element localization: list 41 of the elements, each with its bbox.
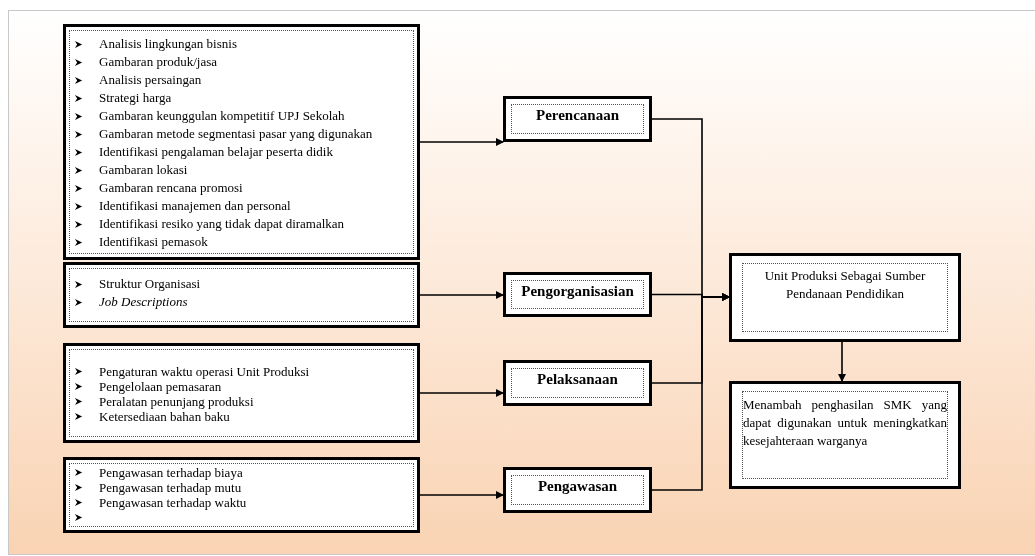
list-item: Identifikasi resiko yang tidak dapat diramalkan bbox=[99, 215, 345, 233]
list-item: Pengawasan terhadap biaya bbox=[99, 465, 243, 480]
list-item: Identifikasi manajemen dan personal bbox=[99, 197, 291, 215]
step-label: Pelaksanaan bbox=[537, 370, 618, 389]
list-item: Peralatan penunjang produksi bbox=[99, 394, 254, 409]
list-item: Analisis lingkungan bisnis bbox=[99, 35, 237, 53]
list-item: Pengelolaan pemasaran bbox=[99, 379, 222, 394]
goal-text: Unit Produksi Sebagai Sumber Pendanaan Pendidikan bbox=[763, 267, 927, 303]
list-box bbox=[63, 457, 420, 533]
list-item: Pengawasan terhadap waktu bbox=[99, 495, 247, 510]
list-item: Ketersediaan bahan baku bbox=[99, 409, 230, 424]
list-item: Struktur Organisasi bbox=[99, 275, 201, 293]
list-item: Pengawasan terhadap mutu bbox=[99, 480, 242, 495]
list-item: Job Descriptions bbox=[99, 293, 188, 311]
goal-box bbox=[729, 253, 961, 342]
process-box bbox=[503, 272, 652, 317]
step-label: Pengawasan bbox=[537, 477, 618, 496]
list-item: Identifikasi pemasok bbox=[99, 233, 208, 251]
list-item: Gambaran keunggulan kompetitif UPJ Sekolah bbox=[99, 107, 345, 125]
arrow bbox=[838, 341, 846, 382]
arrow bbox=[651, 293, 730, 491]
list-item: Pengaturan waktu operasi Unit Produksi bbox=[99, 364, 310, 379]
arrow bbox=[419, 138, 504, 146]
process-box bbox=[503, 360, 652, 406]
list-item: Gambaran rencana promosi bbox=[99, 179, 243, 197]
arrow bbox=[419, 291, 504, 299]
list-item: Gambaran lokasi bbox=[99, 161, 188, 179]
step-label: Perencanaan bbox=[535, 106, 620, 125]
list-item: Strategi harga bbox=[99, 89, 172, 107]
list-item: Gambaran produk/jasa bbox=[99, 53, 218, 71]
list-item: Gambaran metode segmentasi pasar yang digunakan bbox=[99, 125, 373, 143]
process-box bbox=[503, 96, 652, 142]
result-text: Menambah penghasilan SMK yang dapat digunakan untuk meningkatkan kesejahteraan warganya bbox=[743, 396, 947, 450]
process-box bbox=[503, 467, 652, 513]
step-label: Pengorganisasian bbox=[521, 282, 634, 301]
arrow bbox=[419, 389, 504, 397]
result-box bbox=[729, 381, 961, 489]
list-item: Analisis persaingan bbox=[99, 71, 202, 89]
list-item: Identifikasi pengalaman belajar peserta didik bbox=[99, 143, 333, 161]
list-box bbox=[63, 262, 420, 328]
arrow bbox=[419, 491, 504, 499]
